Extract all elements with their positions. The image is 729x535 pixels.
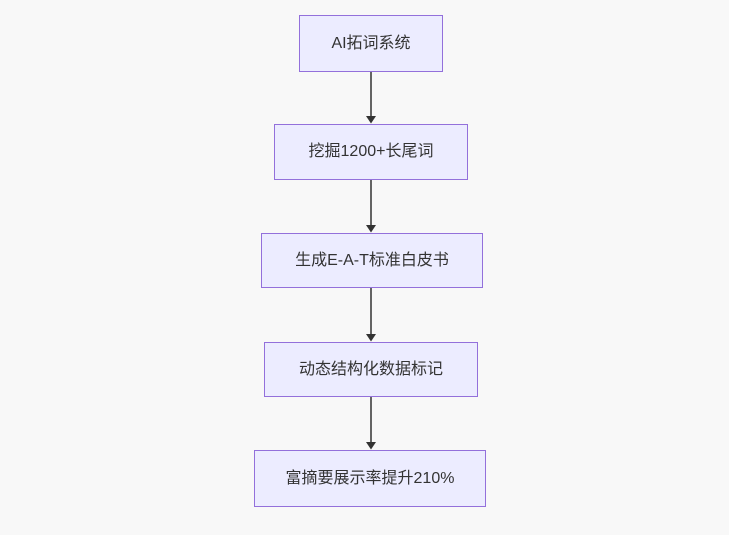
arrowhead-icon [366, 225, 376, 233]
flow-node-label: AI拓词系统 [331, 34, 411, 52]
flow-node-rich-snippet-result: 富摘要展示率提升210% [254, 450, 486, 507]
flow-edge-arrow [366, 288, 376, 342]
flow-node-longtail-mining: 挖掘1200+长尾词 [274, 124, 468, 180]
arrowhead-icon [366, 442, 376, 450]
flow-node-label: 富摘要展示率提升210% [285, 469, 455, 487]
flow-node-eat-whitepaper: 生成E-A-T标准白皮书 [261, 233, 483, 288]
flow-edge-arrow [366, 397, 376, 450]
flow-edge-arrow [366, 72, 376, 124]
arrowhead-icon [366, 116, 376, 124]
arrowhead-icon [366, 334, 376, 342]
flow-node-label: 生成E-A-T标准白皮书 [295, 251, 449, 269]
flow-node-label: 挖掘1200+长尾词 [308, 143, 434, 160]
flow-node-ai-word-expansion: AI拓词系统 [299, 15, 443, 72]
flow-edge-arrow [366, 180, 376, 233]
flow-node-structured-data: 动态结构化数据标记 [264, 342, 478, 397]
flow-node-label: 动态结构化数据标记 [298, 360, 443, 378]
